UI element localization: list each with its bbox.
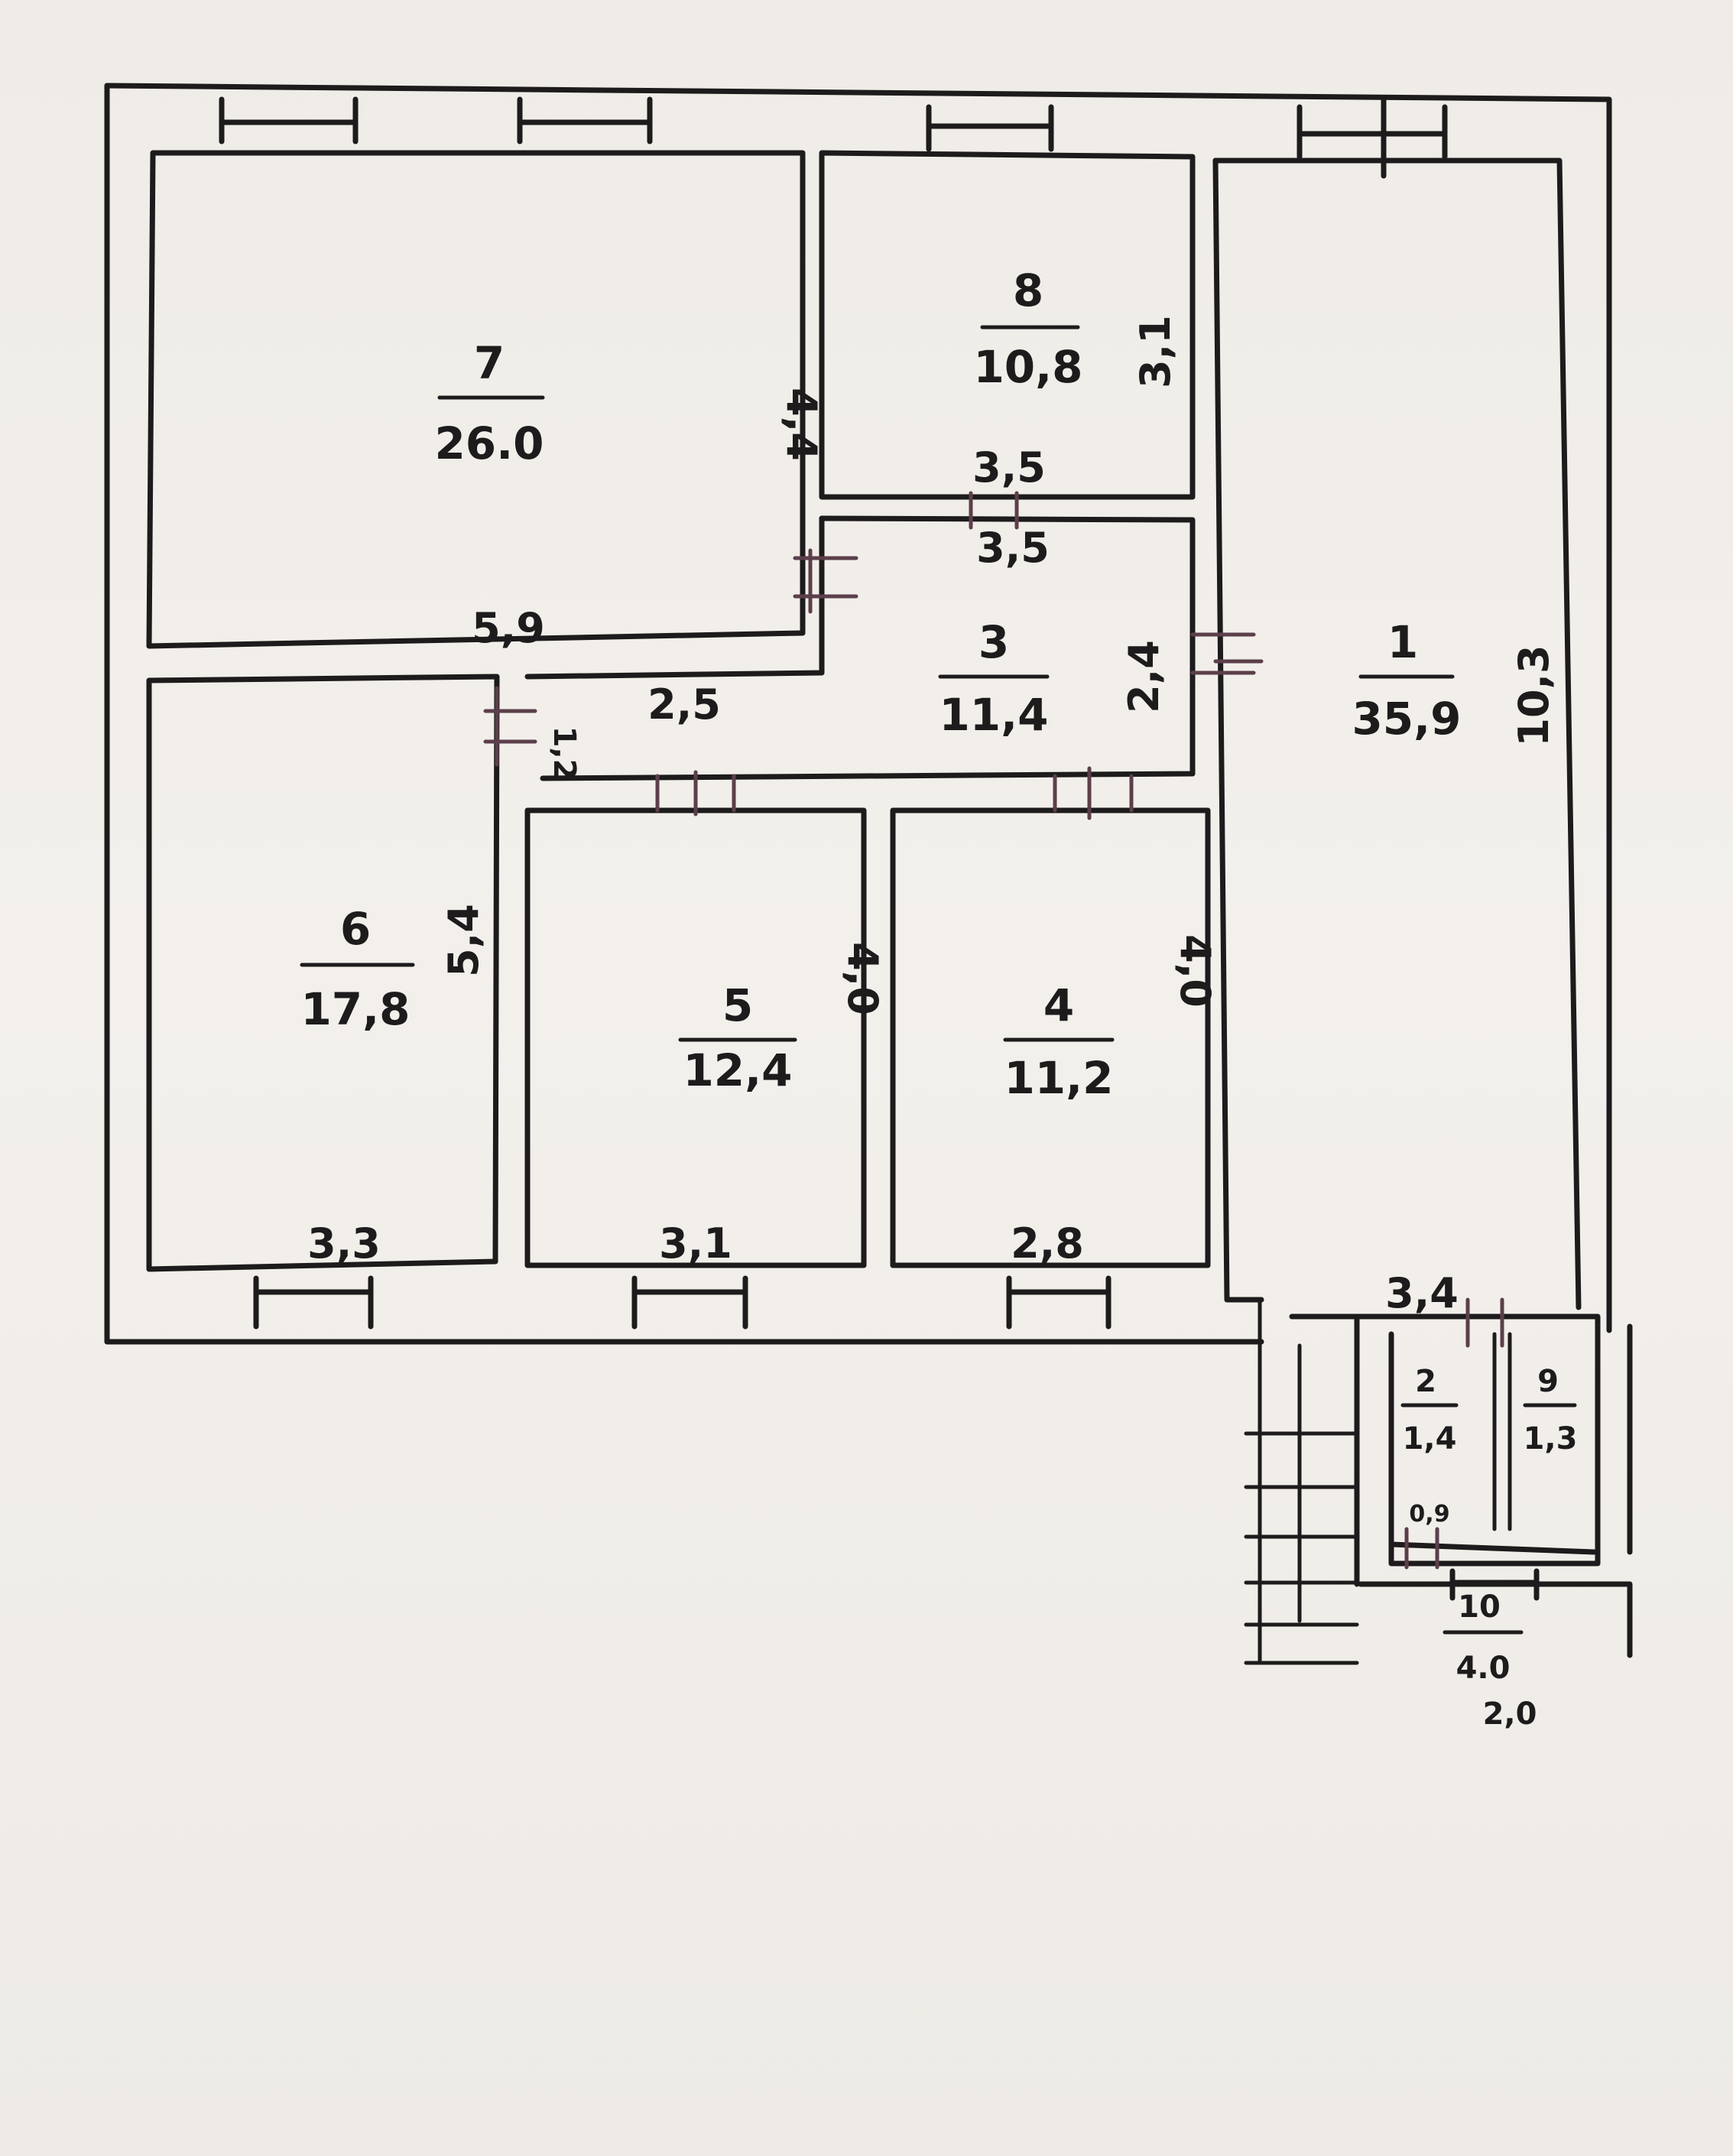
door-6-corridor <box>483 686 537 767</box>
door-annex <box>1465 1297 1504 1348</box>
room-8-number: 8 <box>1013 265 1043 317</box>
room-3-outline <box>540 515 1196 781</box>
room-labels: 7 26.0 8 10,8 3 11,4 1 35,9 6 17,8 5 12,… <box>300 265 1577 1686</box>
door-4-corridor <box>1053 766 1134 820</box>
dim-room10-width: 2,0 <box>1483 1697 1537 1732</box>
dim-room7-height: 4,4 <box>777 388 826 461</box>
window-top-2 <box>517 96 653 144</box>
window-top-4 <box>1297 96 1448 179</box>
room-9-number: 9 <box>1537 1364 1559 1399</box>
dim-room3-width: 3,5 <box>976 524 1050 572</box>
room-9-area: 1,3 <box>1524 1421 1578 1456</box>
room-10-area: 4.0 <box>1456 1651 1511 1686</box>
door-8-3 <box>969 491 1019 530</box>
dim-room4-width: 2,8 <box>1011 1219 1084 1268</box>
room-1-label: 1 35,9 <box>1352 616 1461 745</box>
window-bottom-3 <box>1006 1275 1112 1330</box>
room-5-outline <box>524 807 867 1268</box>
dim-corridor-depth: 1,2 <box>547 726 582 781</box>
window-top-3 <box>926 104 1054 152</box>
room-7-number: 7 <box>474 337 505 389</box>
staircase <box>1244 1343 1359 1665</box>
room-6-area: 17,8 <box>300 983 410 1035</box>
dim-room5-width: 3,1 <box>659 1219 732 1268</box>
room-7-outline <box>146 150 806 649</box>
dim-room3-height: 2,4 <box>1120 640 1168 713</box>
dim-corridor-width: 2,5 <box>647 680 721 729</box>
room-outlines <box>146 150 1601 1665</box>
room-2-area: 1,4 <box>1403 1421 1457 1456</box>
annex-outline <box>1289 1313 1601 1567</box>
room-6-label: 6 17,8 <box>300 903 415 1035</box>
dim-room6-height: 5,4 <box>440 904 488 977</box>
door-3-1 <box>1190 632 1264 675</box>
door-7-3 <box>793 548 858 614</box>
dim-room1-length: 10,3 <box>1510 645 1558 746</box>
dimension-labels: 5,9 4,4 3,1 3,5 3,5 2,4 2,5 1,2 10,3 5,4… <box>307 315 1558 1732</box>
dim-annex-width: 3,4 <box>1385 1269 1459 1317</box>
room-8-label: 8 10,8 <box>973 265 1082 393</box>
room-7-area: 26.0 <box>434 417 544 469</box>
room-4-outline <box>890 807 1211 1268</box>
dim-room5-height: 4,0 <box>839 942 887 1015</box>
room-5-area: 12,4 <box>683 1044 792 1096</box>
room-1-number: 1 <box>1387 616 1418 668</box>
window-annex <box>1449 1568 1540 1601</box>
room-10-label: 10 4.0 <box>1443 1589 1524 1686</box>
room-1-area: 35,9 <box>1352 693 1461 745</box>
room-1-outline <box>1212 157 1264 1303</box>
room-7-label: 7 26.0 <box>434 337 545 469</box>
room-10-number: 10 <box>1458 1589 1501 1625</box>
window-bottom-1 <box>253 1275 374 1330</box>
windows <box>219 96 1540 1601</box>
dim-room7-width: 5,9 <box>472 604 545 652</box>
room-8-area: 10,8 <box>973 341 1082 393</box>
room-3-area: 11,4 <box>939 689 1048 741</box>
window-bottom-2 <box>631 1275 748 1330</box>
room-2-number: 2 <box>1415 1364 1436 1399</box>
door-5-corridor <box>655 770 736 817</box>
room-3-label: 3 11,4 <box>938 616 1050 741</box>
door-10 <box>1404 1527 1439 1570</box>
room-4-number: 4 <box>1043 979 1074 1031</box>
dim-room8-height: 3,1 <box>1131 315 1180 388</box>
room-6-outline <box>146 674 500 1272</box>
room-4-area: 11,2 <box>1004 1052 1113 1104</box>
room-9-label: 9 1,3 <box>1523 1364 1578 1456</box>
room-4-label: 4 11,2 <box>1003 979 1115 1104</box>
dim-room6-width: 3,3 <box>307 1219 381 1268</box>
room-8-outline <box>819 150 1196 500</box>
dim-room4-height: 4,0 <box>1171 934 1219 1008</box>
dim-room8-width: 3,5 <box>972 443 1046 492</box>
window-top-1 <box>219 96 359 144</box>
room-3-number: 3 <box>978 616 1009 668</box>
room-5-number: 5 <box>722 979 753 1031</box>
room-2-label: 2 1,4 <box>1400 1364 1459 1456</box>
room-6-number: 6 <box>340 903 371 955</box>
doors <box>483 491 1504 1570</box>
dim-room2-width: 0,9 <box>1409 1501 1449 1528</box>
outer-walls <box>104 83 1633 1658</box>
room-5-label: 5 12,4 <box>678 979 797 1096</box>
